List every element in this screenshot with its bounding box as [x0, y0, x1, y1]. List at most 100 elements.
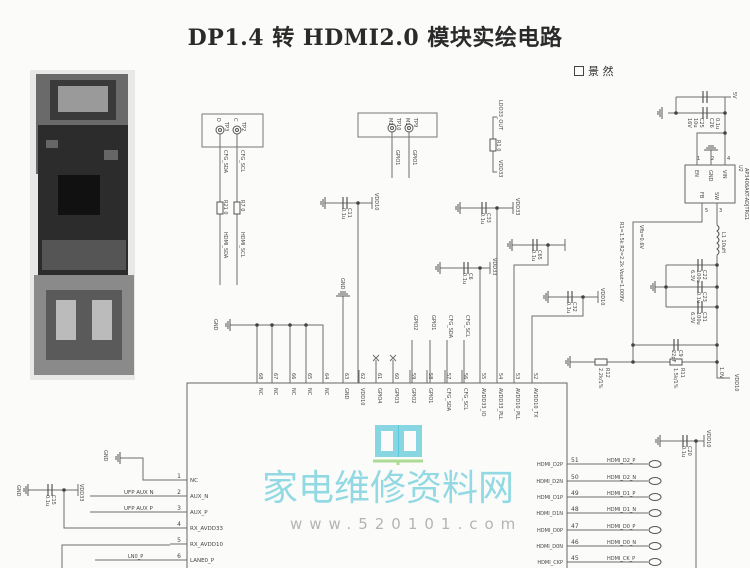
label: 5	[705, 208, 708, 214]
junction-dot	[715, 343, 719, 347]
label: 2.2k/1%	[597, 368, 603, 389]
label: 0.1u	[530, 250, 536, 261]
pin-number: 62	[359, 373, 365, 379]
author-credit: 景 然	[574, 63, 614, 79]
pin-number: 53	[514, 373, 520, 379]
ground-icon	[336, 291, 350, 297]
ground-icon	[225, 319, 231, 331]
junction-dot	[62, 488, 66, 492]
pin-number: 61	[376, 373, 382, 379]
junction-dot	[304, 323, 308, 327]
pin-name: LANE0_P	[190, 558, 215, 564]
pin-number: 68	[257, 373, 263, 379]
junction-dot	[270, 323, 274, 327]
watermark-text: 家电维修资料网	[262, 468, 515, 509]
label: 6.3V	[689, 270, 695, 282]
pin-number: 57	[445, 373, 451, 379]
resistor-icon	[233, 201, 241, 215]
pin-name: CFG_SDA	[445, 388, 451, 412]
label: VDD10	[599, 288, 605, 305]
watermark-url: www.520101.com	[290, 515, 523, 533]
label: R1 0	[495, 140, 501, 151]
label: R1=1.5k R2=2.2k Vout=1.009V	[618, 222, 624, 302]
label: 3	[719, 208, 722, 214]
label: HDMI_SCL	[239, 232, 245, 258]
label: GND	[707, 170, 713, 182]
test-point-icon	[390, 126, 394, 130]
label: 0.1u	[479, 213, 485, 224]
capacitor-icon	[697, 281, 703, 293]
capacitor-icon	[532, 239, 538, 251]
pin-name: HDMI_D1P	[537, 495, 563, 501]
connector-icon	[648, 558, 662, 566]
pin-number: 4	[177, 521, 181, 528]
pin-number: 60	[393, 373, 399, 379]
label: 0.1u	[340, 208, 346, 219]
pin-number: 55	[480, 373, 486, 379]
label: L1 10uH	[720, 232, 726, 253]
label: R11	[679, 368, 685, 378]
label: VDD33	[497, 160, 503, 177]
wires	[28, 96, 731, 568]
pin-name: NC	[290, 388, 296, 396]
pin-name: GND	[343, 388, 349, 400]
pin-number: 50	[571, 474, 579, 481]
tp-box	[357, 112, 438, 138]
pin-name: AVDD33_IO	[480, 388, 486, 417]
pin-name: CFG_SCL	[462, 388, 468, 410]
label: C22	[701, 270, 707, 280]
label: M2	[387, 118, 393, 126]
junction-dot	[664, 285, 668, 289]
pin-number: 1	[177, 473, 181, 480]
junction-dot	[715, 360, 719, 364]
module-photo	[30, 70, 135, 380]
resistor-icon	[216, 201, 224, 215]
wire	[120, 457, 170, 481]
pin-name: AVDD10_TX	[532, 388, 538, 418]
pin-name: GPIO3	[393, 388, 399, 403]
label: 22pF	[670, 350, 676, 363]
pin-name: AVDD10_PLL	[514, 388, 520, 420]
pin-name: HDMI_D1N	[536, 511, 563, 517]
label: VDD33	[514, 198, 520, 215]
ground-icon	[320, 197, 326, 209]
pin-number: 65	[306, 373, 312, 379]
ground-icon	[115, 452, 121, 464]
connector-icon	[648, 493, 662, 501]
label: 2	[711, 156, 714, 162]
ground-icon	[565, 356, 571, 368]
label: UFP AUX N	[124, 490, 154, 496]
chip-u2	[684, 164, 736, 204]
wire	[716, 255, 722, 379]
ground-icon	[435, 262, 441, 274]
label: C20	[686, 446, 692, 456]
ground-icon	[23, 484, 29, 496]
pin-number: 46	[571, 539, 579, 546]
label: EN	[693, 170, 699, 177]
label: VDD33	[78, 484, 84, 501]
wire	[63, 490, 170, 529]
label: C25	[698, 118, 704, 128]
junction-dot	[631, 343, 635, 347]
wire	[389, 354, 397, 362]
pin-name: HDMI_D0N	[536, 544, 563, 550]
label: 4	[727, 156, 730, 162]
junction-dot	[715, 263, 719, 267]
junction-dot	[723, 131, 727, 135]
label: 10u	[692, 118, 698, 128]
resistor-icon	[669, 358, 683, 366]
pin-name: NC	[306, 388, 312, 396]
pin-number: 5	[177, 537, 181, 544]
junction-dot	[715, 285, 719, 289]
junction-dot	[631, 360, 635, 364]
label: GND	[212, 319, 218, 331]
pin-name: NC	[323, 388, 329, 396]
junction-dot	[288, 323, 292, 327]
ground-icon	[650, 281, 656, 293]
wire	[230, 324, 324, 383]
label: AP3406AKT-ADJTRG1	[743, 168, 749, 220]
pin-number: 49	[571, 490, 579, 497]
label: CFG_SDA	[222, 150, 228, 174]
connector-icon	[648, 460, 662, 468]
